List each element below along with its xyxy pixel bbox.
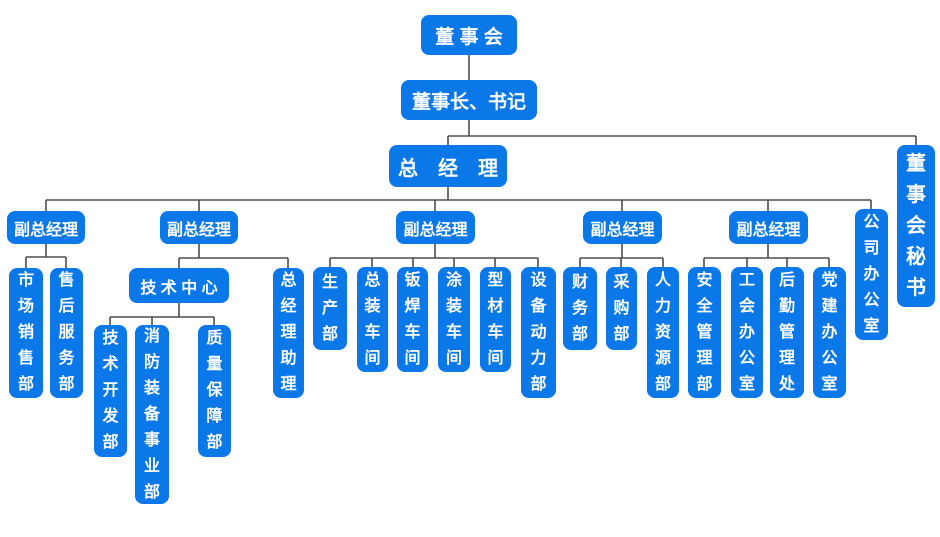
org-node-fire-equipment: 消 防 装 备 事 业 部 (135, 325, 169, 504)
org-node-profile-workshop: 型 材 车 间 (480, 267, 511, 372)
org-node-painting: 涂 装 车 间 (438, 267, 470, 372)
org-node-production: 生 产 部 (313, 267, 347, 350)
org-node-logistics: 后 勤 管 理 处 (770, 267, 804, 398)
org-node-deputy-gm-2: 副总经理 (160, 211, 238, 244)
org-node-equipment-power: 设 备 动 力 部 (521, 267, 556, 398)
org-node-tech-dev: 技 术 开 发 部 (94, 325, 127, 457)
org-node-procurement: 采 购 部 (606, 267, 637, 350)
org-node-board: 董 事 会 (421, 15, 517, 55)
org-node-chairman-secretary: 董事长、书记 (401, 80, 537, 120)
org-node-deputy-gm-3: 副总经理 (396, 211, 475, 244)
org-node-board-secretary: 董 事 会 秘 书 (897, 145, 935, 307)
org-node-deputy-gm-4: 副总经理 (583, 211, 662, 244)
org-node-hr: 人 力 资 源 部 (647, 267, 679, 398)
org-node-deputy-gm-5: 副总经理 (729, 211, 808, 244)
org-node-after-sales: 售 后 服 务 部 (50, 268, 83, 398)
org-node-company-office: 公 司 办 公 室 (855, 209, 888, 340)
org-node-tech-center: 技 术 中 心 (129, 268, 229, 303)
org-node-quality-assurance: 质 量 保 障 部 (198, 325, 231, 457)
org-node-finance: 财 务 部 (563, 267, 597, 350)
org-node-safety: 安 全 管 理 部 (688, 267, 721, 398)
org-node-final-assembly: 总 装 车 间 (357, 267, 388, 372)
org-node-gm-assistant: 总 经 理 助 理 (273, 268, 304, 398)
org-node-sheet-welding: 钣 焊 车 间 (397, 267, 428, 372)
org-node-general-manager: 总 经 理 (389, 145, 507, 187)
org-node-deputy-gm-1: 副总经理 (7, 211, 85, 244)
org-node-labor-union: 工 会 办 公 室 (731, 267, 763, 398)
org-node-party-building: 党 建 办 公 室 (813, 267, 846, 398)
org-node-marketing-sales: 市 场 销 售 部 (9, 268, 43, 398)
